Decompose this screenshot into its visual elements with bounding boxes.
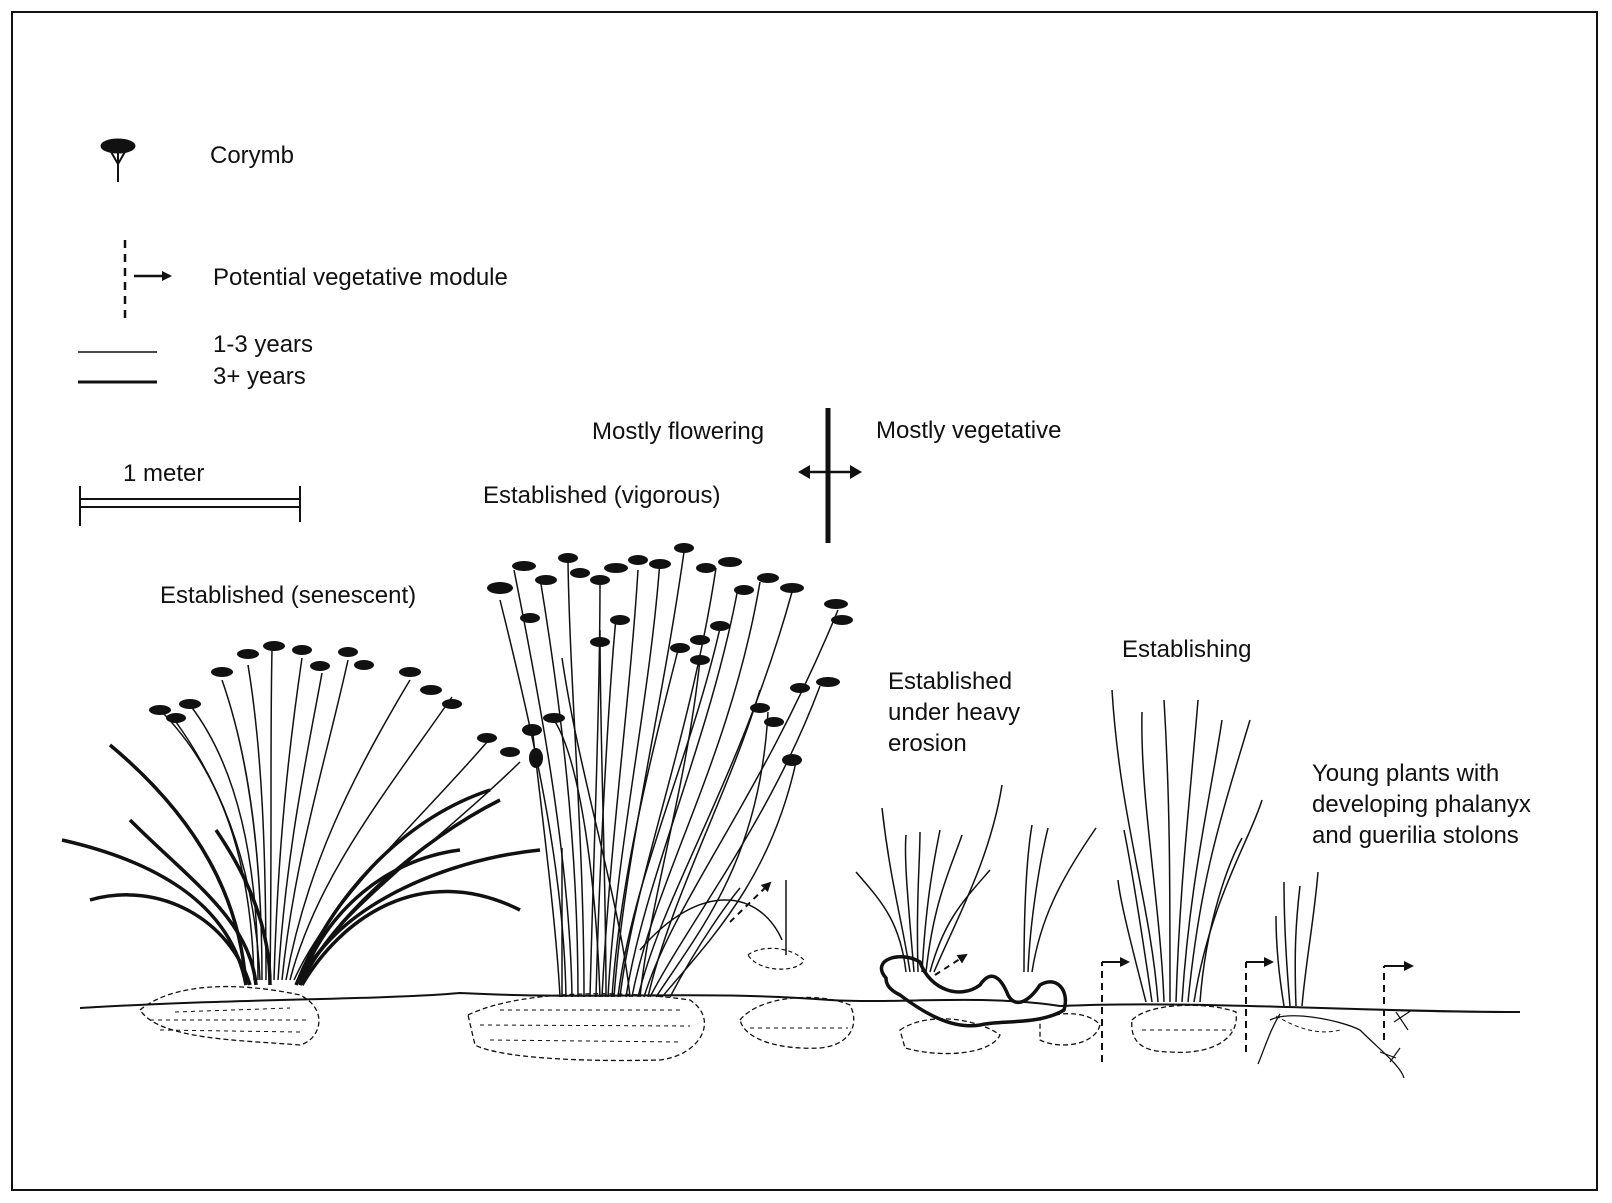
gradient-axis-icon [798,408,862,543]
scale-bar [80,486,300,526]
stage-vigorous-label: Established (vigorous) [483,480,720,511]
ground-line [80,993,1520,1012]
scale-bar-label: 1 meter [123,458,204,489]
plant-vigorous [468,543,854,1060]
stage-erosion-label: Established under heavy erosion [888,666,1020,759]
legend-1-3-years-label: 1-3 years [213,329,313,360]
stage-establishing-label: Establishing [1122,634,1251,665]
axis-left-label: Mostly flowering [592,416,764,447]
corymb-icon [101,139,135,182]
vegetative-module-icon [125,240,170,318]
plant-senescent [62,641,543,1045]
legend-vegetative-module-label: Potential vegetative module [213,262,508,293]
axis-right-label: Mostly vegetative [876,415,1061,446]
plant-erosion [856,785,1100,1054]
stage-young-label: Young plants with developing phalanyx an… [1312,758,1531,851]
legend-3-plus-years-label: 3+ years [213,361,306,392]
legend-corymb-label: Corymb [210,140,294,171]
stage-senescent-label: Established (senescent) [160,580,416,611]
plant-young [1246,872,1412,1078]
